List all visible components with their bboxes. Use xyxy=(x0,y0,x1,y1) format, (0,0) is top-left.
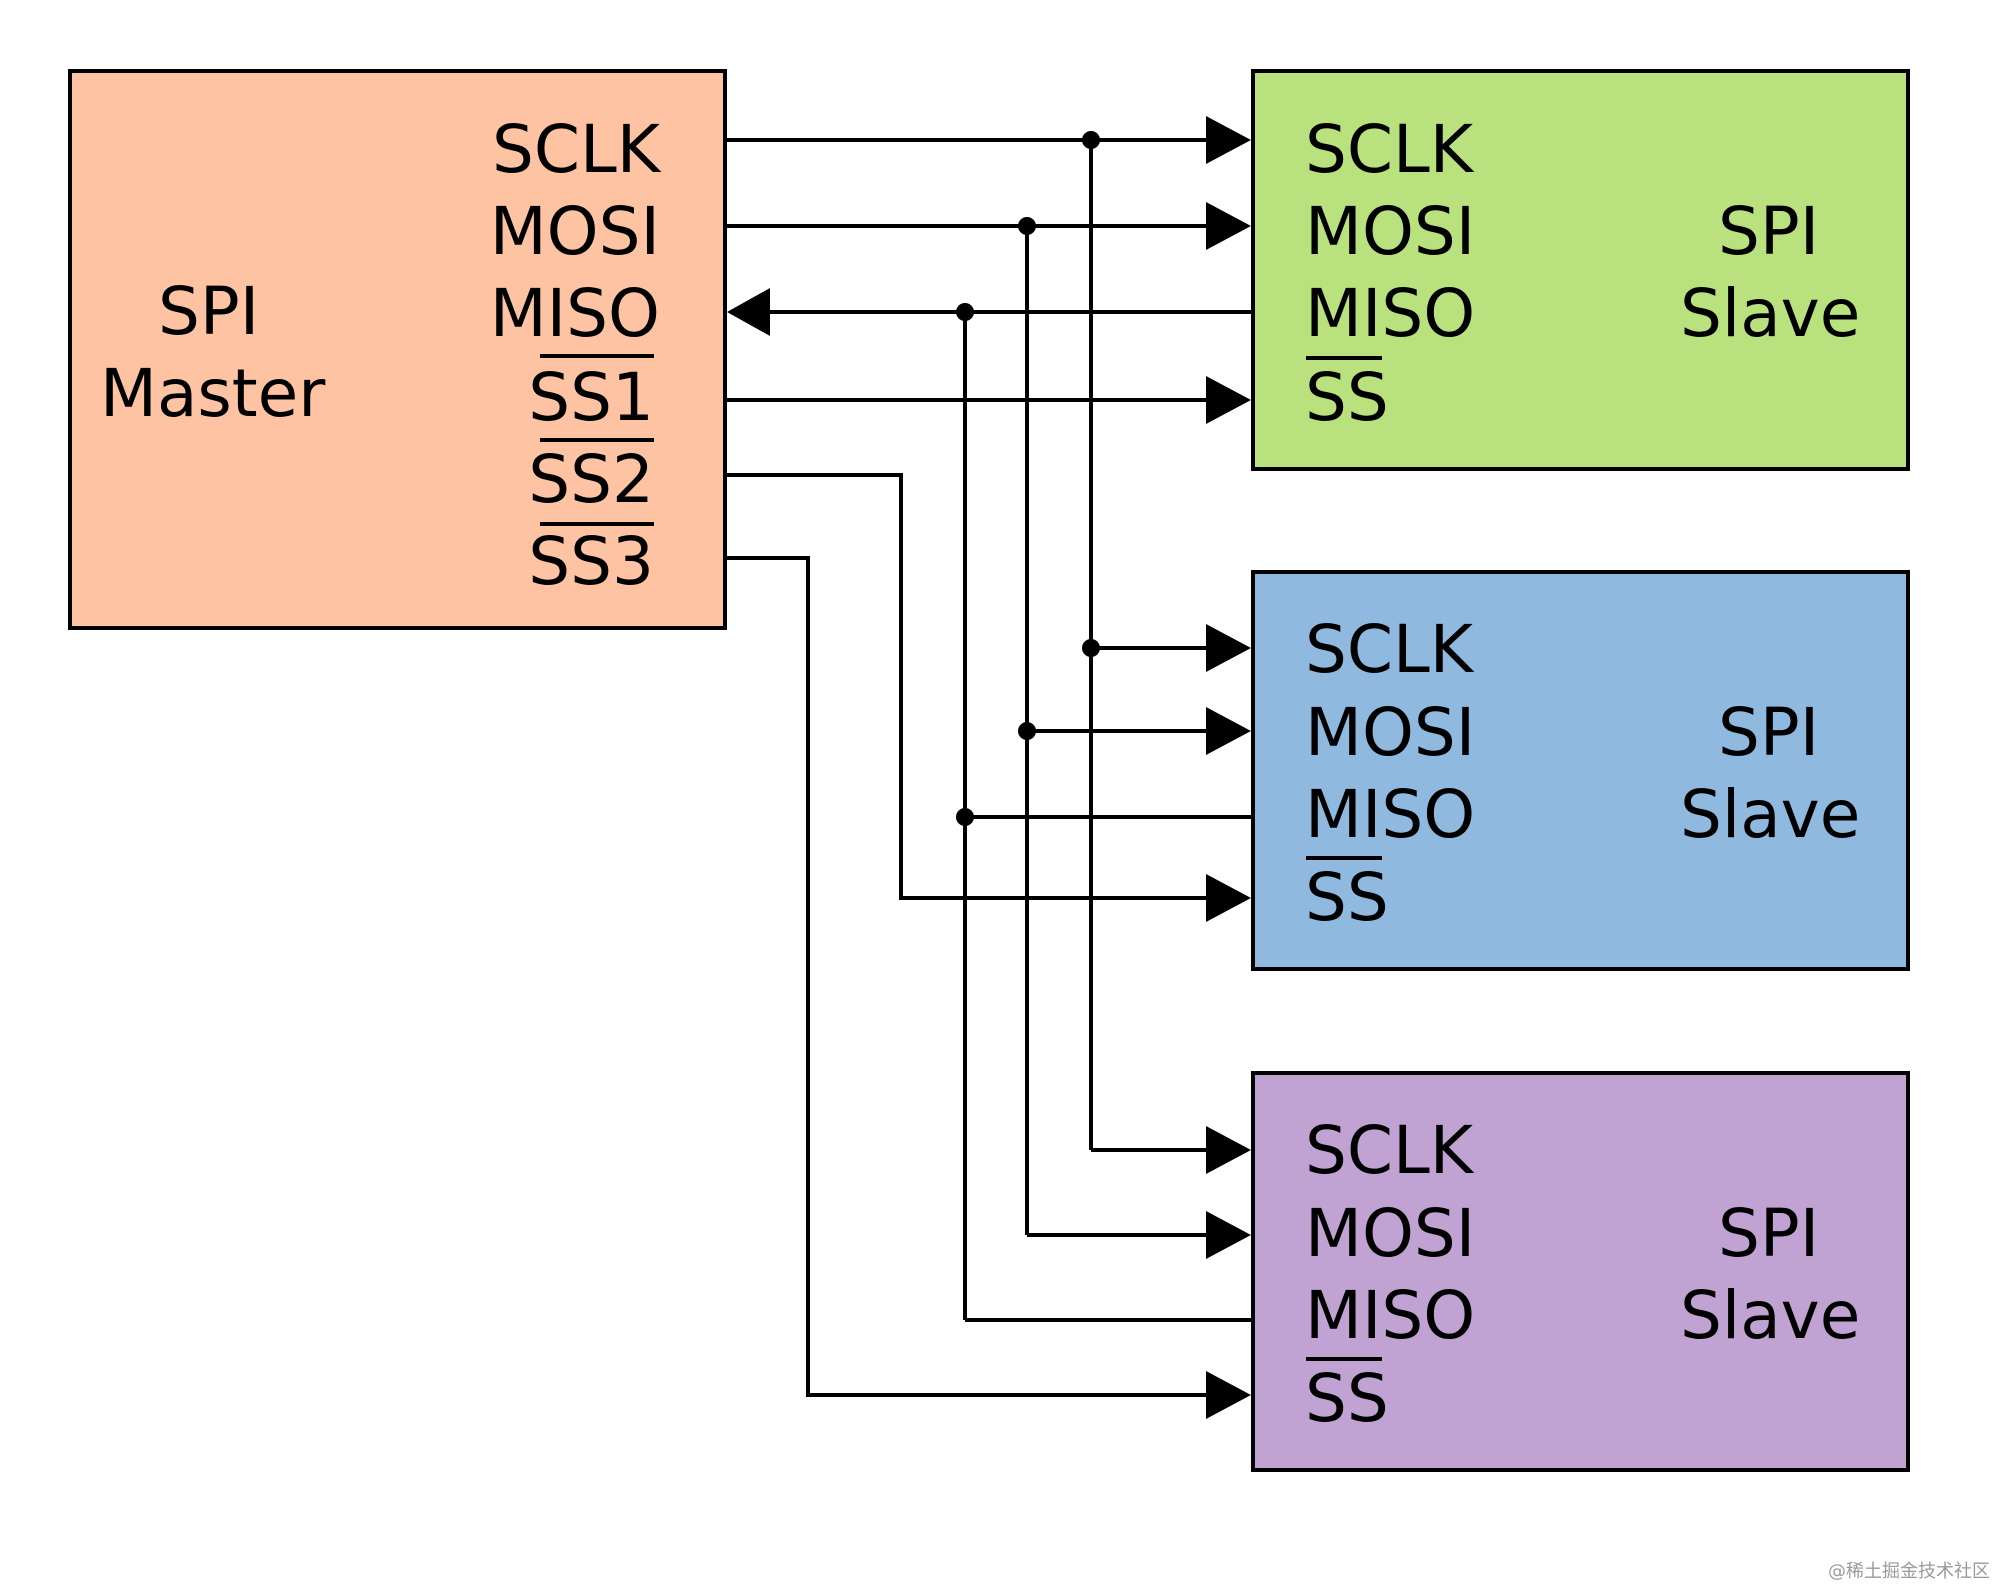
watermark-text: @稀土掘金技术社区 xyxy=(1828,1561,1990,1582)
bus-wiring xyxy=(727,116,1253,1419)
master-pin-ss1: SS1 xyxy=(528,359,654,436)
ss3-wire xyxy=(727,556,1206,1397)
arrowhead-ss-slave-1 xyxy=(1206,376,1251,424)
spi-master-block: SPI Master SCLK MOSI MISO SS1 SS2 SS3 xyxy=(68,69,727,630)
arrowhead-sclk-slave-1 xyxy=(1206,116,1251,164)
slave-1-pin-mosi: MOSI xyxy=(1305,193,1475,270)
slave-2-pin-mosi: MOSI xyxy=(1305,694,1475,771)
arrowhead-ss-slave-3 xyxy=(1206,1371,1251,1419)
slave-3-pin-ss: SS xyxy=(1305,1360,1389,1437)
slave-1-pin-ss: SS xyxy=(1305,359,1389,436)
slave-1-pin-sclk: SCLK xyxy=(1305,111,1475,188)
junction-dot-sclk-top xyxy=(1082,131,1100,149)
spi-slave-3-block: SCLK MOSI MISO SS SPI Slave xyxy=(1251,1071,1910,1472)
arrowhead-mosi-slave-1 xyxy=(1206,202,1251,250)
slave-2-pin-ss: SS xyxy=(1305,859,1389,936)
spi-slave-2-block: SCLK MOSI MISO SS SPI Slave xyxy=(1251,570,1910,971)
arrowhead-sclk-slave-3 xyxy=(1206,1126,1251,1174)
slave-2-pin-sclk: SCLK xyxy=(1305,611,1475,688)
slave-1-title-line1: SPI xyxy=(1718,193,1819,270)
master-pin-mosi: MOSI xyxy=(490,193,660,270)
junction-dot-miso-top xyxy=(956,303,974,321)
slave-3-pin-sclk: SCLK xyxy=(1305,1112,1475,1189)
master-pin-ss3: SS3 xyxy=(528,523,654,600)
slave-1-box xyxy=(1251,69,1910,471)
slave-1-title-line2: Slave xyxy=(1680,275,1860,352)
master-title-line1: SPI xyxy=(158,273,259,350)
slave-2-title-line2: Slave xyxy=(1680,776,1860,853)
slave-2-pin-miso: MISO xyxy=(1305,776,1475,853)
junction-dot-mosi-top xyxy=(1018,217,1036,235)
arrowhead-sclk-slave-2 xyxy=(1206,624,1251,672)
junction-dot-mosi-mid xyxy=(1018,722,1036,740)
slave-3-pin-mosi: MOSI xyxy=(1305,1195,1475,1272)
junction-dot-sclk-mid xyxy=(1082,639,1100,657)
slave-3-pin-miso: MISO xyxy=(1305,1277,1475,1354)
slave-2-box xyxy=(1251,570,1910,971)
junction-dot-miso-mid xyxy=(956,808,974,826)
master-pin-ss2: SS2 xyxy=(528,441,654,518)
master-pin-sclk: SCLK xyxy=(492,111,662,188)
master-box xyxy=(68,69,727,630)
slave-3-title-line2: Slave xyxy=(1680,1277,1860,1354)
arrowhead-mosi-slave-3 xyxy=(1206,1211,1251,1259)
slave-3-box xyxy=(1251,1071,1910,1472)
arrowhead-ss-slave-2 xyxy=(1206,874,1251,922)
slave-3-title-line1: SPI xyxy=(1718,1195,1819,1272)
slave-1-pin-miso: MISO xyxy=(1305,275,1475,352)
master-pin-miso: MISO xyxy=(490,275,660,352)
spi-slave-1-block: SCLK MOSI MISO SS SPI Slave xyxy=(1251,69,1910,471)
arrowhead-miso-master xyxy=(727,288,770,336)
slave-2-title-line1: SPI xyxy=(1718,694,1819,771)
master-title-line2: Master xyxy=(100,355,326,432)
arrowhead-mosi-slave-2 xyxy=(1206,707,1251,755)
ss2-wire xyxy=(727,473,1206,900)
